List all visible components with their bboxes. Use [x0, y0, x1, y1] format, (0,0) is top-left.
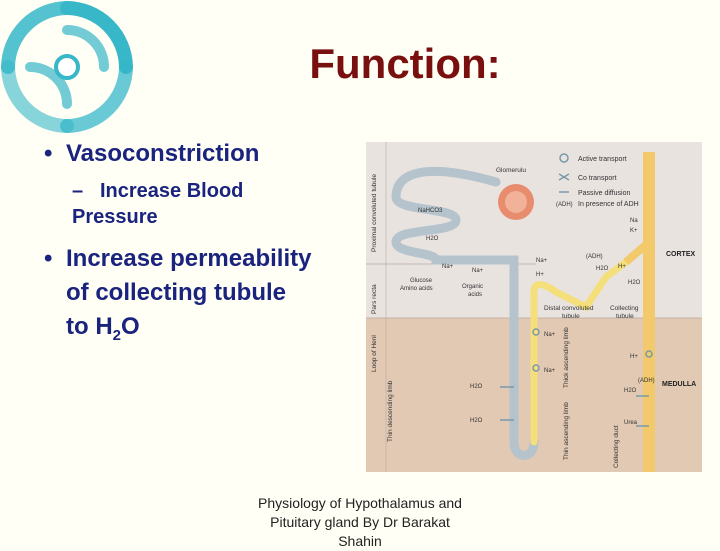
label-na-thick1: Na+: [544, 332, 556, 338]
label-h2o-thin2: H2O: [470, 418, 483, 424]
legend-adh-tag: (ADH): [556, 202, 573, 208]
label-na-pct2: Na+: [472, 268, 484, 274]
transport-markers: [500, 328, 653, 427]
label-acids: acids: [468, 292, 482, 298]
bullet-dot: •: [44, 245, 53, 272]
label-h2o-dct: H2O: [596, 266, 609, 272]
footer-line-3: Shahin: [338, 533, 382, 549]
label-thick-asc: Thick ascending limb: [563, 327, 570, 388]
h2o-h: to H: [66, 313, 113, 340]
label-ct-2: tubule: [616, 313, 634, 320]
label-dct-1: Distal convoluted: [544, 305, 594, 312]
nephron-diagram: Active transport Co transport Passive di…: [366, 142, 702, 472]
slide-title: Function:: [309, 40, 501, 87]
label-h2o-thin1: H2O: [470, 384, 483, 390]
label-h-dct: H+: [536, 272, 544, 278]
label-organic: Organic: [462, 284, 483, 290]
label-thin-desc: Thin descending limb: [387, 380, 394, 442]
label-na-pct: Na+: [442, 264, 454, 270]
sub-bullet-text: Increase Blood Pressure: [72, 180, 244, 228]
label-adh-cd: (ADH): [638, 378, 655, 384]
proximal-tubule: [391, 166, 539, 460]
h2o-o: O: [121, 313, 140, 340]
bullet-line-2: of collecting tubule: [66, 279, 286, 306]
bullet-vasoconstriction: • Vasoconstriction: [44, 140, 259, 168]
medulla-label: MEDULLA: [662, 381, 696, 388]
label-h2o-ct: H2O: [628, 280, 641, 286]
label-loop: Loop of Henl: [371, 335, 378, 372]
legend-active: Active transport: [578, 156, 627, 163]
label-ct-1: Collecting: [610, 305, 639, 312]
sub-bullet-blood-pressure: –Increase Blood Pressure: [72, 178, 302, 230]
bullet-line-1: Increase permeability: [66, 245, 312, 272]
footer-line-2: Pituitary gland By Dr Barakat: [270, 514, 450, 530]
label-h2o-pct: H2O: [426, 236, 439, 242]
legend: Active transport Co transport Passive di…: [556, 153, 639, 208]
cortex-label: CORTEX: [666, 251, 696, 258]
loop-tubule: [530, 258, 630, 446]
label-pars-recta: Pars recta: [371, 284, 378, 314]
label-cd: Collecting duct: [613, 425, 620, 468]
h2o-subscript: 2: [112, 326, 121, 344]
label-na-ct: Na: [630, 218, 638, 224]
label-na-dct: Na+: [536, 258, 548, 264]
label-glomerulus: Glomerulu: [496, 167, 526, 174]
label-pct: Proximal convoluted tubule: [371, 174, 378, 252]
legend-passive: Passive diffusion: [578, 190, 631, 197]
bullet-line-3: to H2O: [44, 310, 364, 353]
label-dct-2: tubule: [562, 313, 580, 320]
label-adh-dct: (ADH): [586, 254, 603, 260]
legend-co: Co transport: [578, 175, 617, 182]
bullet-dot: •: [44, 140, 53, 167]
label-h2o-cd: H2O: [624, 388, 637, 394]
label-na-thick2: Na+: [544, 368, 556, 374]
label-h-ct: H+: [618, 264, 626, 270]
legend-adh: In presence of ADH: [578, 201, 639, 208]
footer-line-1: Physiology of Hypothalamus and: [258, 495, 462, 511]
label-thin-asc: Thin ascending limb: [563, 402, 570, 460]
label-amino: Amino acids: [400, 286, 433, 292]
logo-swirl-icon: [1, 1, 133, 133]
label-glucose: Glucose: [410, 278, 433, 284]
label-h-cd: H+: [630, 354, 638, 360]
bullet-text: Vasoconstriction: [66, 140, 260, 167]
bullet-permeability: • Increase permeability of collecting tub…: [44, 242, 364, 353]
footer-credit: Physiology of Hypothalamus and Pituitary…: [240, 494, 480, 551]
label-urea: Urea: [624, 420, 638, 426]
label-nahco3: NaHCO3: [418, 208, 443, 214]
label-k-ct: K+: [630, 228, 638, 234]
sub-bullet-dash: –: [72, 180, 84, 202]
